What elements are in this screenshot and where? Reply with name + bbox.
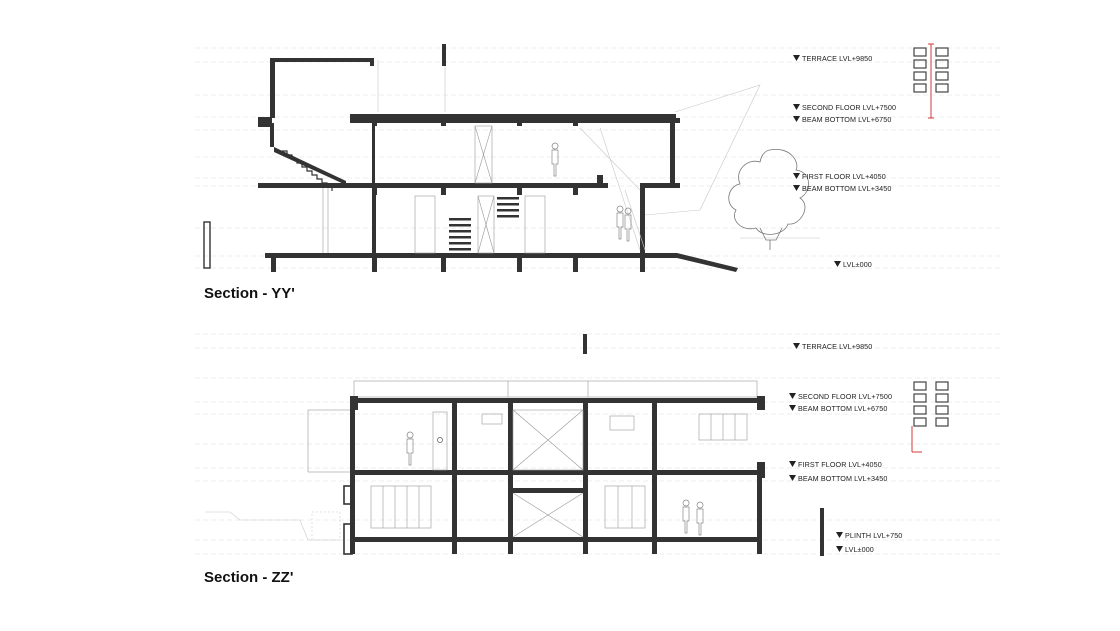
level-label-ground: LVL±000 xyxy=(843,260,872,269)
level-label-beam-bottom-upper: BEAM BOTTOM LVL+6750 xyxy=(798,404,887,413)
windows-zz xyxy=(370,411,748,529)
level-marker-icon xyxy=(834,261,841,267)
level-marker-icon xyxy=(793,104,800,110)
level-label-first-floor: FIRST FLOOR LVL+4050 xyxy=(802,172,886,181)
level-marker-icon xyxy=(793,173,800,179)
key-plan-icon xyxy=(911,381,949,453)
section-yy: TERRACE LVL+9850 SECOND FLOOR LVL+7500 B… xyxy=(195,43,1000,302)
level-marker-icon xyxy=(789,393,796,399)
level-marker-icon xyxy=(836,546,843,552)
section-title-zz: Section - ZZ' xyxy=(204,569,293,586)
stair-treads-yy xyxy=(449,197,519,251)
level-marker-icon xyxy=(789,475,796,481)
human-figure-icon xyxy=(406,431,704,536)
key-plan-icon xyxy=(913,43,949,119)
level-guides-yy xyxy=(195,47,1000,269)
level-label-beam-bottom-lower: BEAM BOTTOM LVL+3450 xyxy=(798,474,887,483)
level-label-second-floor: SECOND FLOOR LVL+7500 xyxy=(802,103,896,112)
level-marker-icon xyxy=(793,55,800,61)
level-marker-icon xyxy=(793,185,800,191)
building-section-yy xyxy=(203,44,820,272)
level-marker-icon xyxy=(789,461,796,467)
level-markers-zz: TERRACE LVL+9850 SECOND FLOOR LVL+7500 B… xyxy=(789,342,902,554)
level-markers-yy: TERRACE LVL+9850 SECOND FLOOR LVL+7500 B… xyxy=(793,54,896,269)
level-marker-icon xyxy=(836,532,843,538)
level-label-terrace: TERRACE LVL+9850 xyxy=(802,54,872,63)
human-figure-icon xyxy=(551,142,632,242)
level-marker-icon xyxy=(789,405,796,411)
section-title-yy: Section - YY' xyxy=(204,285,295,302)
section-zz: TERRACE LVL+9850 SECOND FLOOR LVL+7500 B… xyxy=(195,333,1000,586)
tree-icon xyxy=(728,148,809,250)
building-section-zz xyxy=(205,334,824,556)
level-label-second-floor: SECOND FLOOR LVL+7500 xyxy=(798,392,892,401)
level-marker-icon xyxy=(793,116,800,122)
level-label-first-floor: FIRST FLOOR LVL+4050 xyxy=(798,460,882,469)
level-guides-zz xyxy=(195,333,1000,555)
level-label-beam-bottom-upper: BEAM BOTTOM LVL+6750 xyxy=(802,115,891,124)
level-label-plinth: PLINTH LVL+750 xyxy=(845,531,902,540)
level-marker-icon xyxy=(793,343,800,349)
level-label-ground: LVL±000 xyxy=(845,545,874,554)
level-label-beam-bottom-lower: BEAM BOTTOM LVL+3450 xyxy=(802,184,891,193)
level-label-terrace: TERRACE LVL+9850 xyxy=(802,342,872,351)
